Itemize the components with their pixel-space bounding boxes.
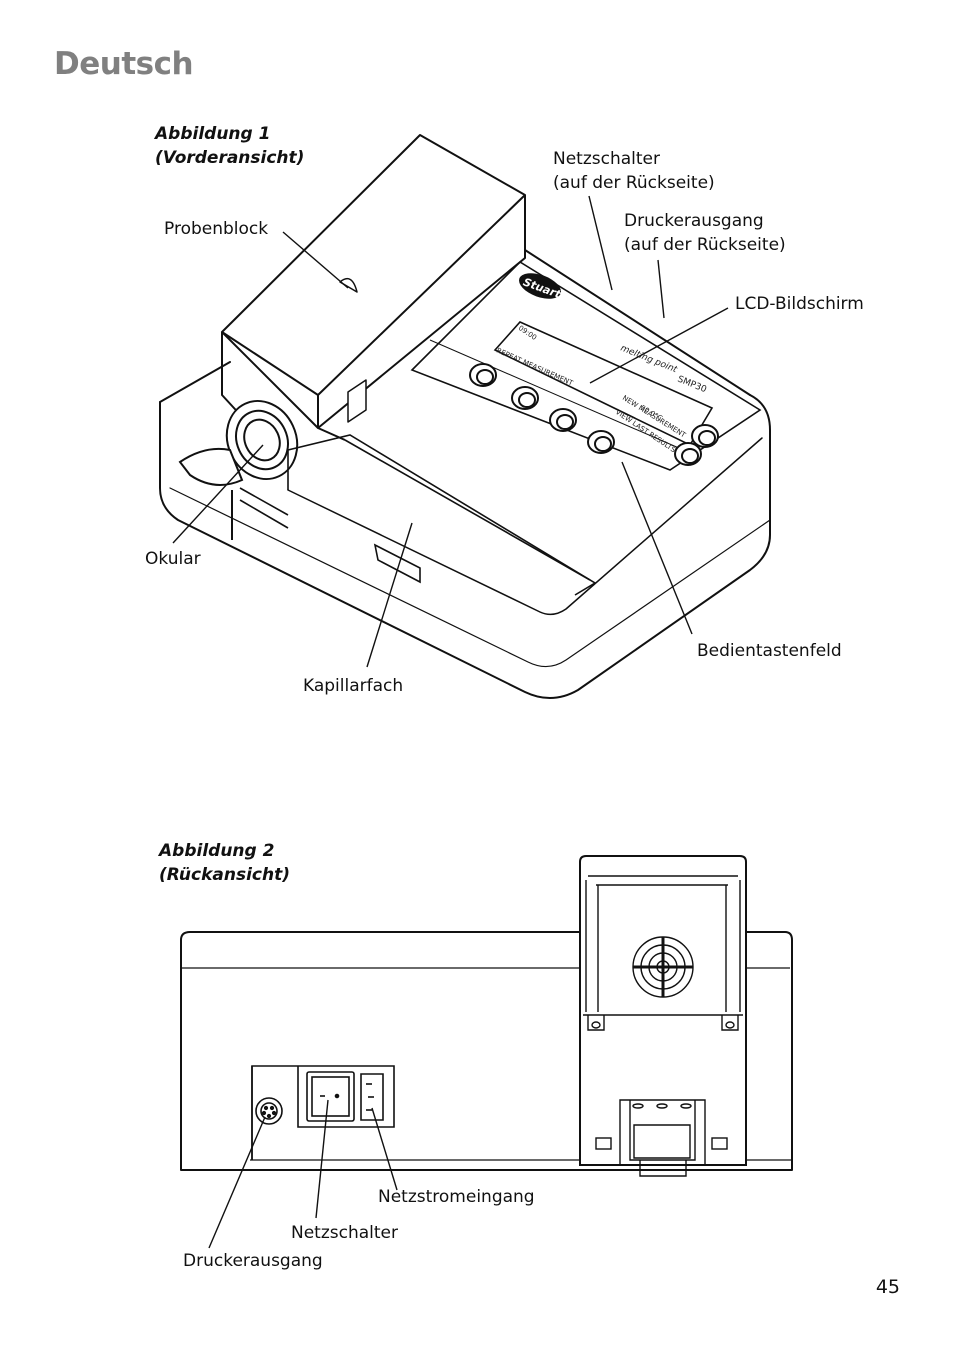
label-netzschalter-rear: Netzschalter — [291, 1223, 398, 1243]
button-1[interactable] — [511, 386, 539, 410]
figure2-title: Abbildung 2 (Rückansicht) — [159, 839, 290, 887]
sample-block — [221, 134, 526, 429]
label-okular: Okular — [145, 549, 201, 569]
figure1-title: Abbildung 1 (Vorderansicht) — [155, 122, 304, 170]
label-netzschalter-front-line2: (auf der Rückseite) — [553, 173, 715, 193]
label-netzschalter-front: Netzschalter (auf der Rückseite) — [553, 147, 715, 195]
power-switch[interactable] — [306, 1071, 355, 1122]
button-2[interactable] — [549, 408, 577, 432]
button-new-measurement[interactable] — [691, 424, 719, 448]
capillary-compartment — [287, 434, 597, 596]
button-3[interactable] — [587, 430, 615, 454]
label-druckerausgang-front-line2: (auf der Rückseite) — [624, 235, 786, 255]
power-inlet[interactable] — [360, 1073, 384, 1121]
printer-port[interactable] — [255, 1097, 283, 1125]
fan-grille-icon — [632, 936, 694, 998]
rear-tower — [579, 855, 747, 1166]
button-view-last-results[interactable] — [674, 442, 702, 466]
label-bedientastenfeld: Bedientastenfeld — [697, 641, 842, 661]
stuart-logo: Stuart — [518, 273, 563, 301]
button-repeat-measurement[interactable] — [469, 363, 497, 387]
label-druckerausgang-front-line1: Druckerausgang — [624, 211, 764, 231]
label-lcd-bildschirm: LCD-Bildschirm — [735, 294, 864, 314]
figure2-title-line1: Abbildung 2 — [159, 841, 275, 861]
label-netzstromeingang: Netzstromeingang — [378, 1187, 535, 1207]
label-probenblock: Probenblock — [164, 219, 269, 239]
figure2-title-line2: (Rückansicht) — [159, 865, 291, 885]
control-panel-outline — [410, 260, 762, 471]
label-netzschalter-front-line1: Netzschalter — [553, 149, 660, 169]
lcd-screen — [493, 321, 714, 447]
figure1-title-line1: Abbildung 1 — [155, 124, 271, 144]
label-kapillarfach: Kapillarfach — [303, 676, 404, 696]
figure1-title-line2: (Vorderansicht) — [155, 148, 305, 168]
base-outline — [159, 394, 771, 699]
label-druckerausgang-rear: Druckerausgang — [183, 1251, 323, 1271]
page-heading: Deutsch — [54, 46, 194, 82]
page-number: 45 — [875, 1276, 900, 1298]
label-druckerausgang-front: Druckerausgang (auf der Rückseite) — [624, 209, 786, 257]
